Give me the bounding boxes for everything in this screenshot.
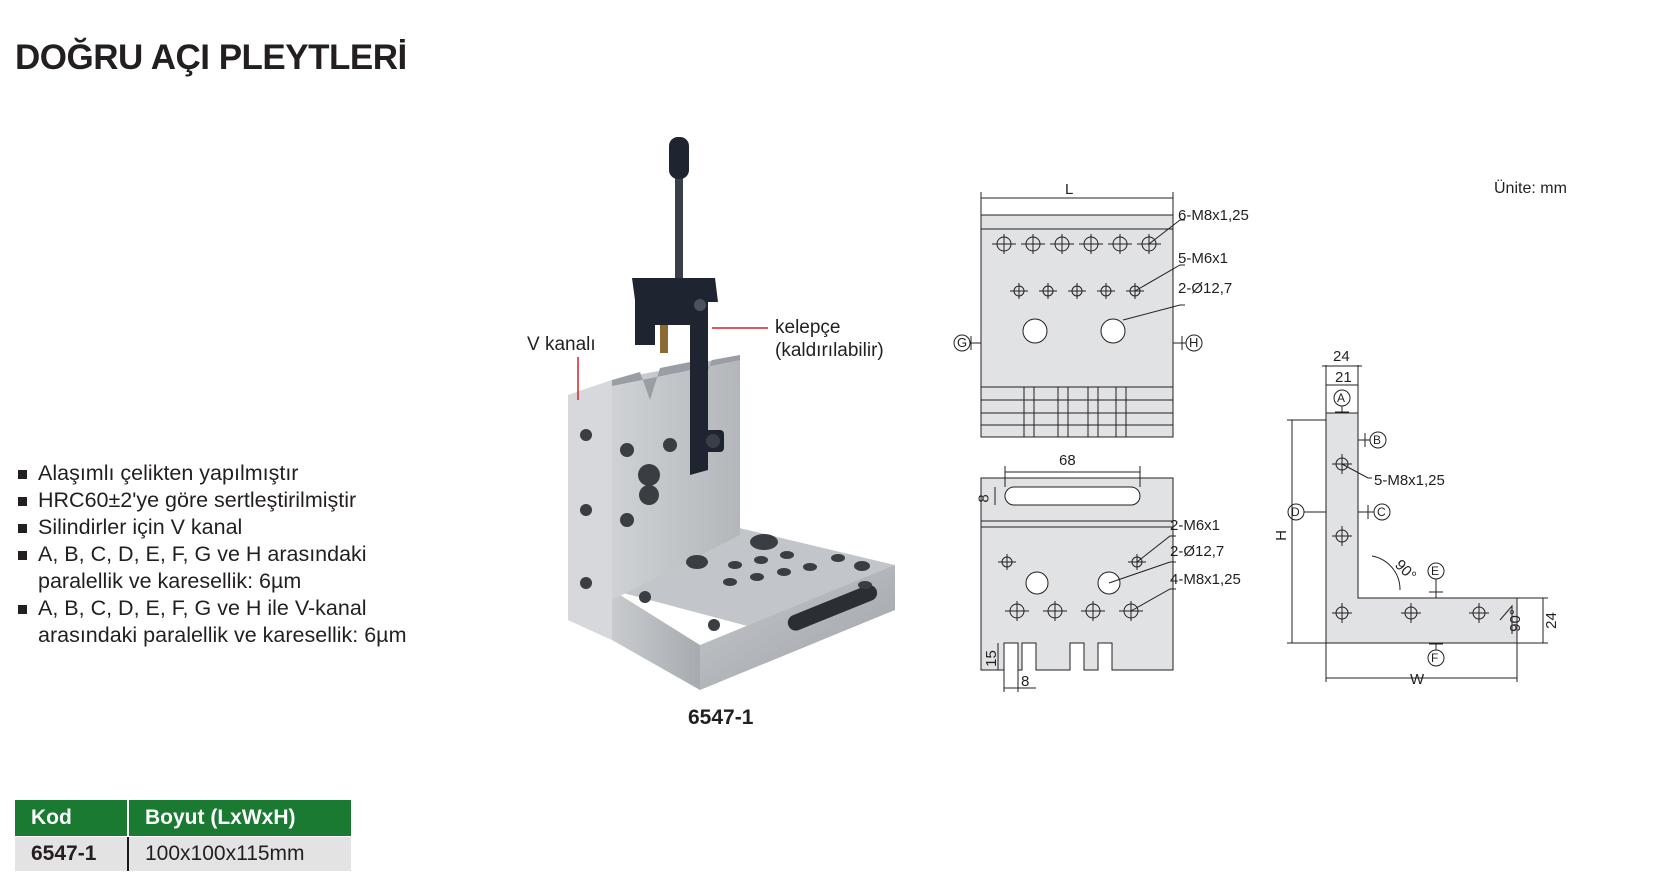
ref-H: H <box>1189 335 1199 350</box>
feature-item: Silindirler için V kanal <box>18 514 406 541</box>
ref-G: G <box>957 335 968 350</box>
plate-holes <box>580 429 677 603</box>
top-holes-m8 <box>992 234 1161 254</box>
label-6-m8: 6-M8x1,25 <box>1178 207 1249 224</box>
label-side-5-m8: 5-M8x1,25 <box>1374 472 1445 489</box>
feature-list: Alaşımlı çelikten yapılmıştır HRC60±2'ye… <box>18 460 406 649</box>
side-view-body <box>1325 412 1518 644</box>
table-header-row: Kod Boyut (LxWxH) <box>15 800 351 837</box>
top-holes-m6 <box>1010 283 1144 299</box>
base-holes <box>686 534 872 631</box>
angle-v: 90° <box>1506 609 1524 632</box>
feature-item: HRC60±2'ye göre sertleştirilmiştir <box>18 487 406 514</box>
unit-label: Ünite: mm <box>1494 180 1567 197</box>
feature-text: A, B, C, D, E, F, G ve H ile V-kanal <box>38 596 367 620</box>
dim-15: 15 <box>982 650 1000 667</box>
dim-H: H <box>1272 530 1290 541</box>
top-bore-1 <box>1022 318 1048 344</box>
clamp-label-line1: kelepçe <box>775 317 841 338</box>
v-groove-label: V kanalı <box>527 334 596 355</box>
clamp-label: kelepçe (kaldırılabilir) <box>775 316 884 362</box>
header-kod: Kod <box>15 800 128 837</box>
v-groove <box>612 355 740 400</box>
page-title: DOĞRU AÇI PLEYTLERİ <box>15 38 407 77</box>
label-2-m6: 2-M6x1 <box>1170 517 1221 534</box>
top-bore-2 <box>1100 318 1126 344</box>
feature-item: A, B, C, D, E, F, G ve H arasındaki paral… <box>18 541 406 595</box>
clamp-label-line2: (kaldırılabilir) <box>775 340 884 361</box>
cell-boyut: 100x100x115mm <box>127 836 351 871</box>
table-row: 6547-1 100x100x115mm <box>15 836 351 871</box>
feature-item: A, B, C, D, E, F, G ve H ile V-kanal aras… <box>18 595 406 649</box>
dim-24-right: 24 <box>1542 612 1560 629</box>
ref-C: C <box>1377 505 1386 519</box>
label-2-d12-front: 2-Ø12,7 <box>1170 543 1225 560</box>
feature-text: A, B, C, D, E, F, G ve H arasındaki <box>38 542 367 566</box>
ref-D: D <box>1291 505 1300 519</box>
feature-text-cont: arasındaki paralellik ve karesellik: 6µm <box>38 623 407 647</box>
label-4-m8: 4-M8x1,25 <box>1170 571 1241 588</box>
dim-8-bottom: 8 <box>1021 673 1030 690</box>
dim-W: W <box>1410 671 1425 688</box>
spec-table: Kod Boyut (LxWxH) 6547-1 100x100x115mm <box>15 800 351 871</box>
front-view-body <box>980 477 1174 671</box>
dim-L: L <box>1065 181 1074 198</box>
dim-68: 68 <box>1059 452 1076 469</box>
ref-B: B <box>1373 433 1382 447</box>
dim-24-top: 24 <box>1333 348 1350 365</box>
base-slot <box>787 585 878 631</box>
ref-F: F <box>1431 651 1439 665</box>
feature-item: Alaşımlı çelikten yapılmıştır <box>18 460 406 487</box>
ref-A: A <box>1337 391 1346 405</box>
label-5-m6: 5-M6x1 <box>1178 250 1229 267</box>
product-code: 6547-1 <box>688 706 754 729</box>
ref-E: E <box>1431 564 1440 578</box>
dim-21: 21 <box>1335 369 1352 386</box>
header-boyut: Boyut (LxWxH) <box>127 800 351 837</box>
label-2-d12: 2-Ø12,7 <box>1178 280 1233 297</box>
cell-kod: 6547-1 <box>15 836 128 871</box>
clamp <box>632 137 724 475</box>
dim-8-side: 8 <box>975 494 993 503</box>
feature-text-cont: paralellik ve karesellik: 6µm <box>38 569 302 593</box>
